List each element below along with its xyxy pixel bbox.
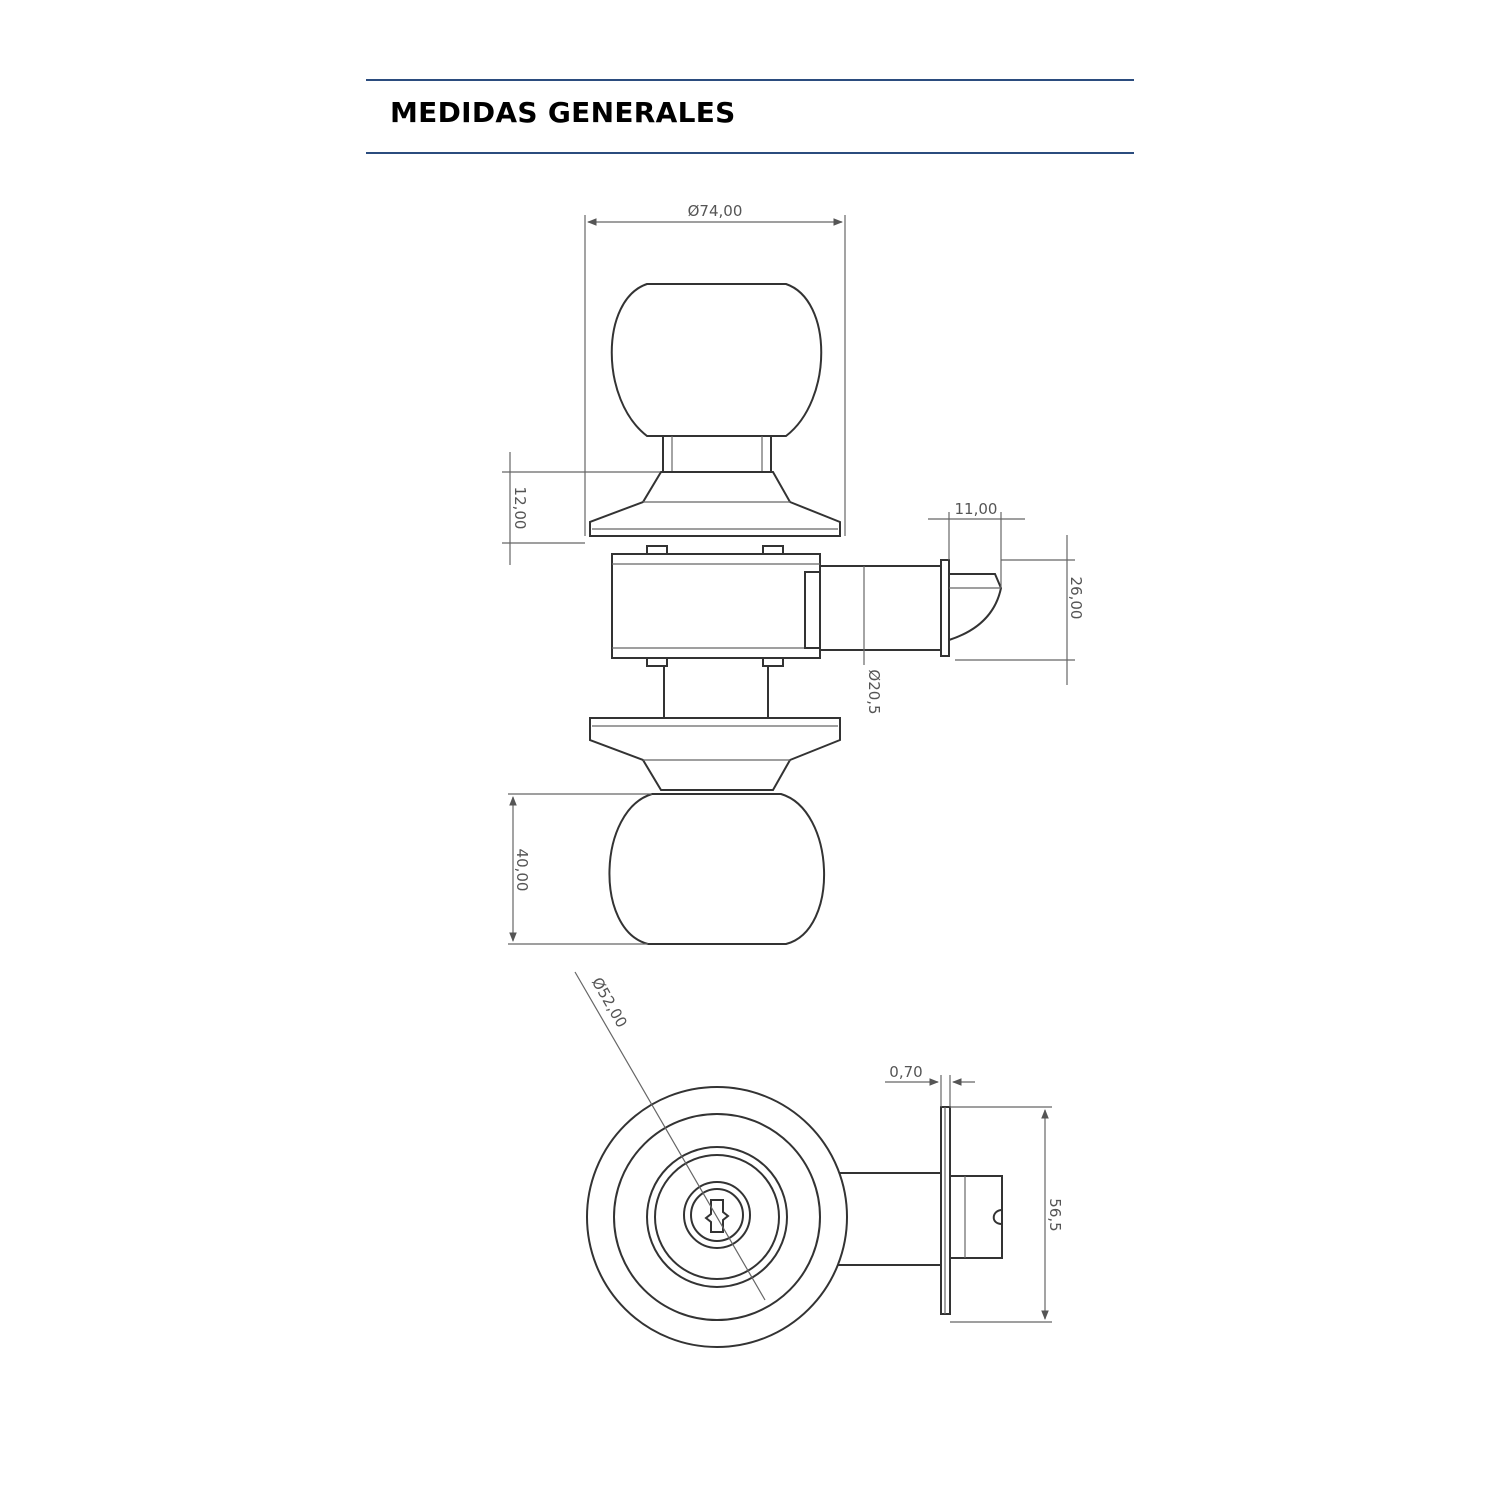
top-knob	[610, 283, 823, 437]
key-cylinder	[683, 1181, 751, 1249]
dim-spindle-diameter: Ø20,5	[865, 669, 883, 714]
dim-latch-height: 26,00	[1067, 577, 1085, 620]
header-top-rule	[366, 79, 1134, 81]
front-latch-bolt	[949, 1175, 1003, 1259]
bottom-knob	[608, 793, 825, 945]
dim-rose-height: 12,00	[511, 487, 529, 530]
keyway-icon	[704, 1199, 730, 1233]
dim-backset-width: 11,00	[955, 500, 998, 518]
dimension-lines-side	[502, 215, 1075, 945]
latch-faceplate	[940, 559, 950, 657]
dim-faceplate-height: 56,5	[1046, 1198, 1064, 1231]
top-knob-neck	[662, 435, 772, 473]
header-bottom-rule	[366, 152, 1134, 154]
page-title: MEDIDAS GENERALES	[390, 96, 736, 129]
lock-chassis	[611, 553, 821, 659]
dim-rose-diameter: Ø52,00	[588, 974, 631, 1030]
bottom-rose	[589, 717, 841, 791]
lock-side-view	[589, 283, 1003, 945]
latch-bolt	[948, 573, 1003, 641]
top-rose	[589, 471, 841, 537]
dim-knob-diameter: Ø74,00	[688, 202, 743, 220]
dim-faceplate-thickness: 0,70	[889, 1063, 922, 1081]
latch-tube	[820, 565, 942, 651]
lock-front-view	[586, 1086, 1003, 1348]
dim-knob-height: 40,00	[513, 849, 531, 892]
dimension-lines-front	[574, 971, 1052, 1323]
